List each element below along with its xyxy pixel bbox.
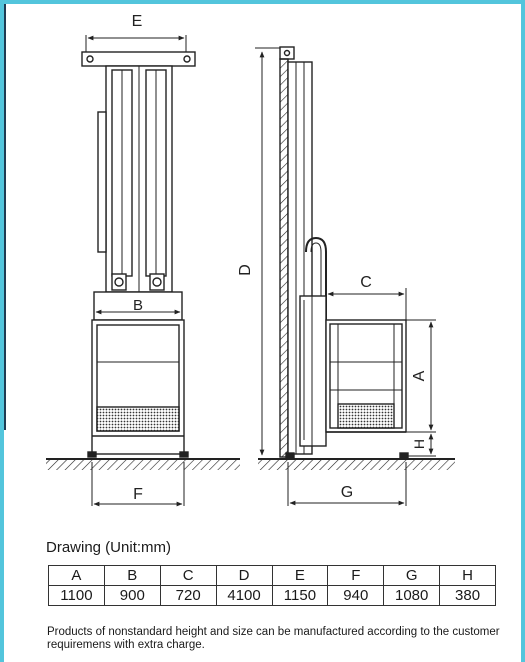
header-d: D <box>215 565 273 586</box>
value-e: 1150 <box>271 585 329 606</box>
header-f: F <box>327 565 385 586</box>
label-e: E <box>132 13 143 30</box>
header-e: E <box>271 565 329 586</box>
header-a: A <box>48 565 105 586</box>
label-d: D <box>237 264 254 276</box>
value-h: 380 <box>439 585 496 606</box>
side-view <box>255 46 455 506</box>
label-g: G <box>341 484 353 501</box>
technical-drawing: E B F D C A H G <box>46 13 455 507</box>
value-c: 720 <box>159 585 217 606</box>
label-h: H <box>411 439 427 449</box>
value-d: 4100 <box>215 585 273 606</box>
dimension-table: A B C D E F G H 1100 900 720 4100 1150 9… <box>48 565 496 606</box>
drawing-caption: Drawing (Unit:mm) <box>46 539 172 556</box>
header-b: B <box>103 565 161 586</box>
header-h: H <box>439 565 496 586</box>
custom-size-note: Products of nonstandard height and size … <box>47 626 500 651</box>
label-c: C <box>360 274 372 291</box>
value-f: 940 <box>327 585 385 606</box>
label-b: B <box>133 297 143 314</box>
header-g: G <box>383 565 441 586</box>
label-a: A <box>411 370 428 381</box>
value-g: 1080 <box>383 585 441 606</box>
label-f: F <box>133 486 143 503</box>
table-value-row: 1100 900 720 4100 1150 940 1080 380 <box>48 585 496 606</box>
front-view <box>46 35 240 507</box>
value-a: 1100 <box>48 585 105 606</box>
table-header-row: A B C D E F G H <box>48 565 496 586</box>
value-b: 900 <box>103 585 161 606</box>
header-c: C <box>159 565 217 586</box>
